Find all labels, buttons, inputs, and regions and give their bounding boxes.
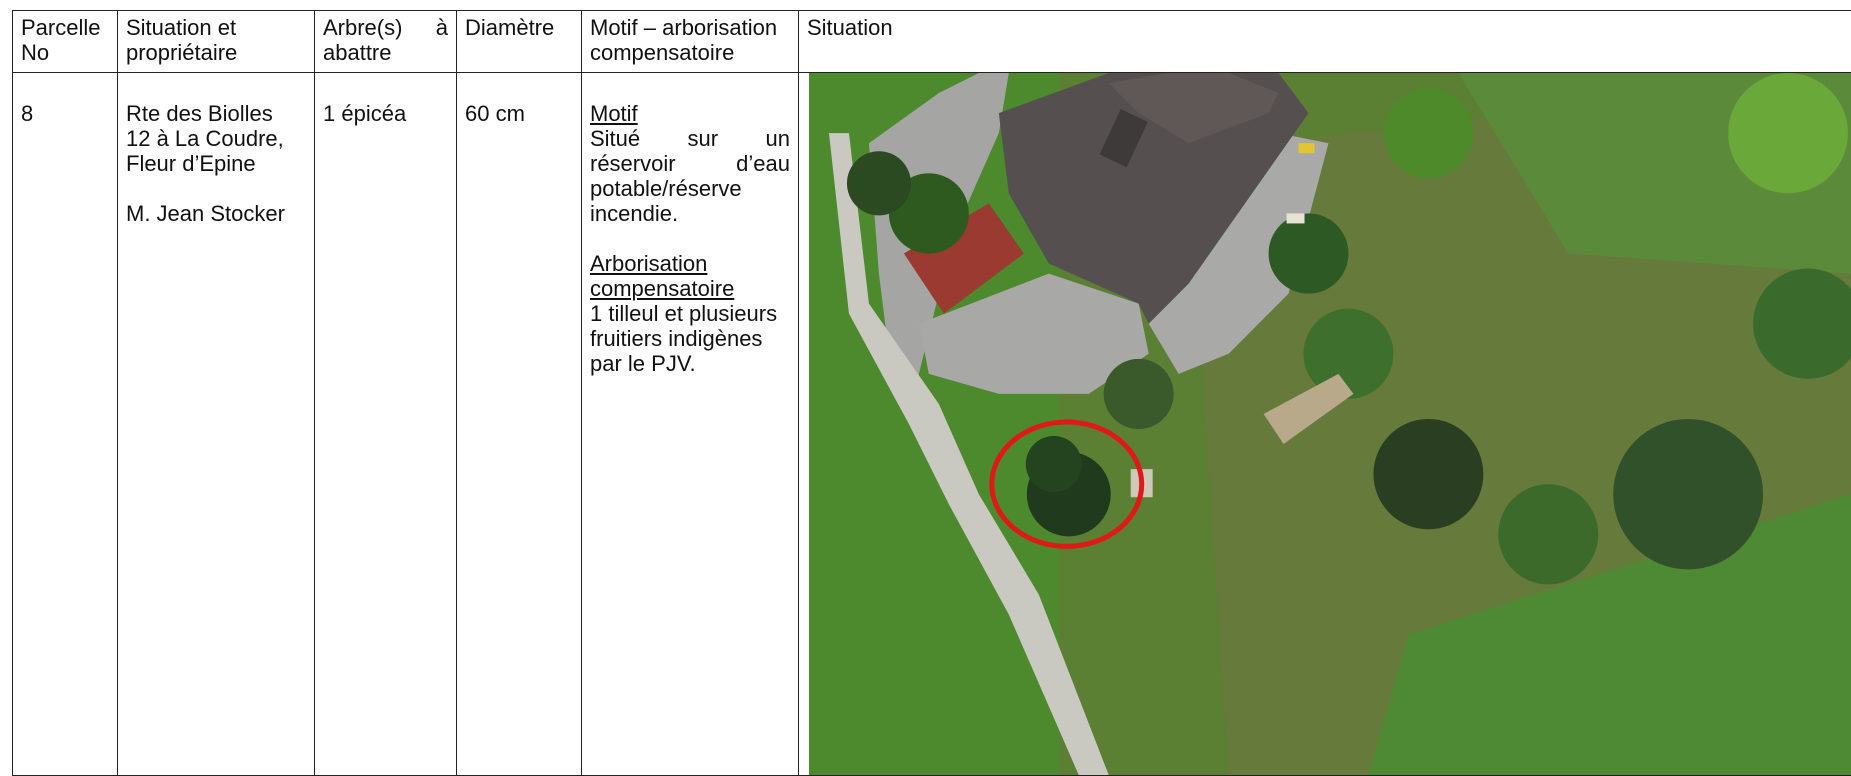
annex-red-roof (903, 203, 1024, 314)
building-roof-section (1108, 73, 1279, 144)
header-situation-line2: propriétaire (126, 40, 238, 65)
tree (1103, 358, 1174, 430)
spruce-tree-top (1025, 436, 1082, 493)
tree-felling-table: Parcelle No Situation et propriétaire Ar… (12, 10, 1851, 776)
header-parcelle-line1: Parcelle (21, 15, 101, 40)
header-motif: Motif – arborisation compensatoire (581, 10, 799, 73)
cell-aerial-map (798, 72, 1851, 776)
cell-trees: 1 épicéa (314, 72, 457, 776)
arborisation-heading-line1: Arborisation (590, 251, 708, 276)
header-motif-line1: Motif – arborisation (590, 15, 778, 40)
address-line2: 12 à La Coudre, (126, 126, 284, 151)
spacer (126, 176, 306, 201)
tree (1268, 213, 1349, 294)
cell-situation-owner: Rte des Biolles 12 à La Coudre, Fleur d’… (117, 72, 315, 776)
parked-car (1286, 213, 1305, 224)
cell-diameter: 60 cm (456, 72, 582, 776)
address-line3: Fleur d’Epine (126, 151, 256, 176)
highlight-circle (989, 419, 1145, 549)
motif-line2-word2: d’eau (736, 151, 790, 176)
tree (1753, 268, 1851, 379)
paved-courtyard (918, 273, 1149, 394)
tree (1373, 418, 1484, 530)
table-row: 8 Rte des Biolles 12 à La Coudre, Fleur … (12, 72, 1851, 776)
grass-bottom-right (1368, 494, 1851, 775)
motif-line1-word1: Situé (590, 126, 641, 151)
tree (1383, 88, 1474, 179)
arborisation-heading-line2: compensatoire (590, 276, 735, 301)
tree (1303, 308, 1394, 399)
garden-shed (1263, 373, 1354, 445)
arborisation-line1: 1 tilleul et plusieurs (590, 301, 778, 326)
address-line1: Rte des Biolles (126, 101, 273, 126)
motif-line1-word3: un (765, 126, 790, 151)
table-header-row: Parcelle No Situation et propriétaire Ar… (12, 10, 1851, 73)
diameter-value: 60 cm (465, 101, 525, 126)
motif-line1: Situé sur un (590, 126, 790, 151)
motif-line4: incendie. (590, 201, 679, 226)
footpath (828, 133, 1109, 775)
header-situation-owner: Situation et propriétaire (117, 10, 315, 73)
building-roof (998, 73, 1309, 324)
tree (846, 151, 911, 216)
parked-car-yellow (1298, 143, 1315, 154)
header-arbres-word2: à (435, 15, 448, 40)
header-map-situation: Situation (798, 10, 1851, 73)
motif-heading: Motif (590, 101, 638, 126)
motif-line3: potable/réserve (590, 176, 742, 201)
header-diametre: Diamètre (456, 10, 582, 73)
tree (1728, 73, 1848, 194)
header-diametre-label: Diamètre (465, 15, 555, 40)
cell-parcelle-no: 8 (12, 72, 118, 776)
header-arbres-line1: Arbre(s) à (323, 15, 448, 40)
header-arbres-line2: abattre (323, 40, 392, 65)
parking-area (1148, 133, 1329, 374)
parcelle-number: 8 (21, 101, 34, 126)
header-arbres-word1: Arbre(s) (323, 15, 403, 40)
arborisation-line2: fruitiers indigènes (590, 326, 763, 351)
motif-line2-word1: réservoir (590, 151, 676, 176)
trees-value: 1 épicéa (323, 101, 407, 126)
header-map-label: Situation (807, 15, 893, 40)
motif-line2: réservoir d’eau (590, 151, 790, 176)
aerial-photo (809, 73, 1851, 775)
header-situation-line1: Situation et (126, 15, 237, 40)
roof-skylight (1099, 109, 1148, 168)
spacer (590, 226, 790, 251)
tree (1613, 418, 1764, 570)
header-parcelle-line2: No (21, 40, 50, 65)
header-motif-line2: compensatoire (590, 40, 735, 65)
aerial-photo-image (809, 73, 1851, 775)
header-parcelle: Parcelle No (12, 10, 118, 73)
arborisation-line3: par le PJV. (590, 351, 696, 376)
motif-line1-word2: sur (687, 126, 719, 151)
owner-name: M. Jean Stocker (126, 201, 285, 226)
header-arbres: Arbre(s) à abattre (314, 10, 457, 73)
cell-motif: Motif Situé sur un réservoir d’eau potab… (581, 72, 799, 776)
tree (1498, 484, 1599, 585)
